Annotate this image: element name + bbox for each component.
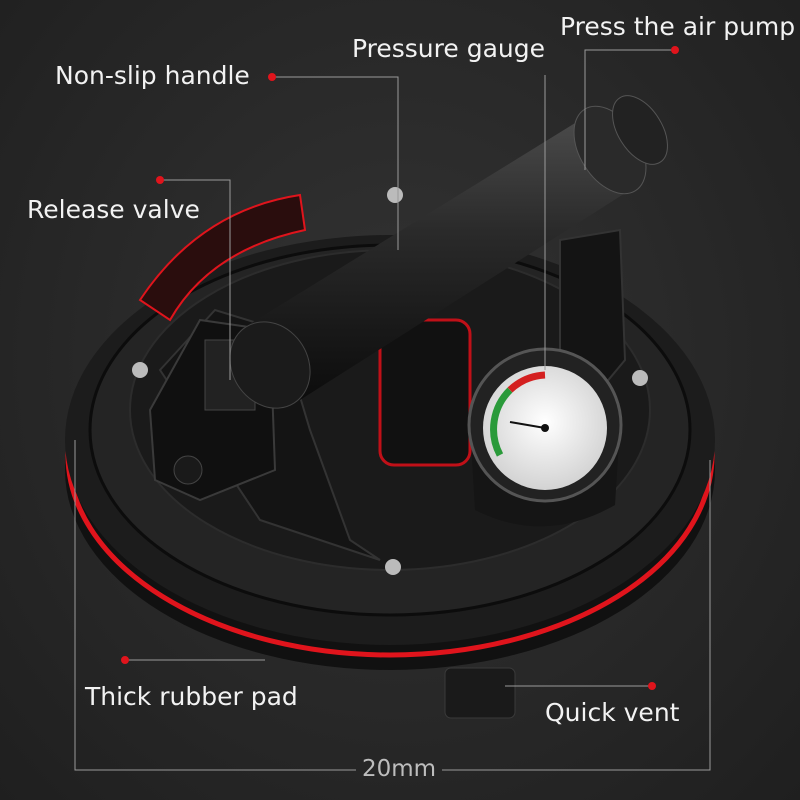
- label-air-pump: Press the air pump: [560, 12, 796, 41]
- label-rubber-pad: Thick rubber pad: [85, 682, 298, 711]
- label-pressure-gauge: Pressure gauge: [352, 34, 545, 63]
- pressure-gauge: [467, 347, 623, 527]
- center-plate: [378, 318, 472, 467]
- leader-lines: [74, 49, 711, 771]
- label-handle: Non-slip handle: [55, 61, 250, 90]
- callout-dots: [121, 46, 679, 690]
- dimension-label: 20mm: [356, 758, 443, 781]
- quick-vent-tab: [444, 667, 516, 719]
- release-panel: [138, 193, 307, 322]
- handle-cylinder: [229, 95, 668, 409]
- label-release-valve: Release valve: [27, 195, 200, 224]
- label-quick-vent: Quick vent: [545, 698, 680, 727]
